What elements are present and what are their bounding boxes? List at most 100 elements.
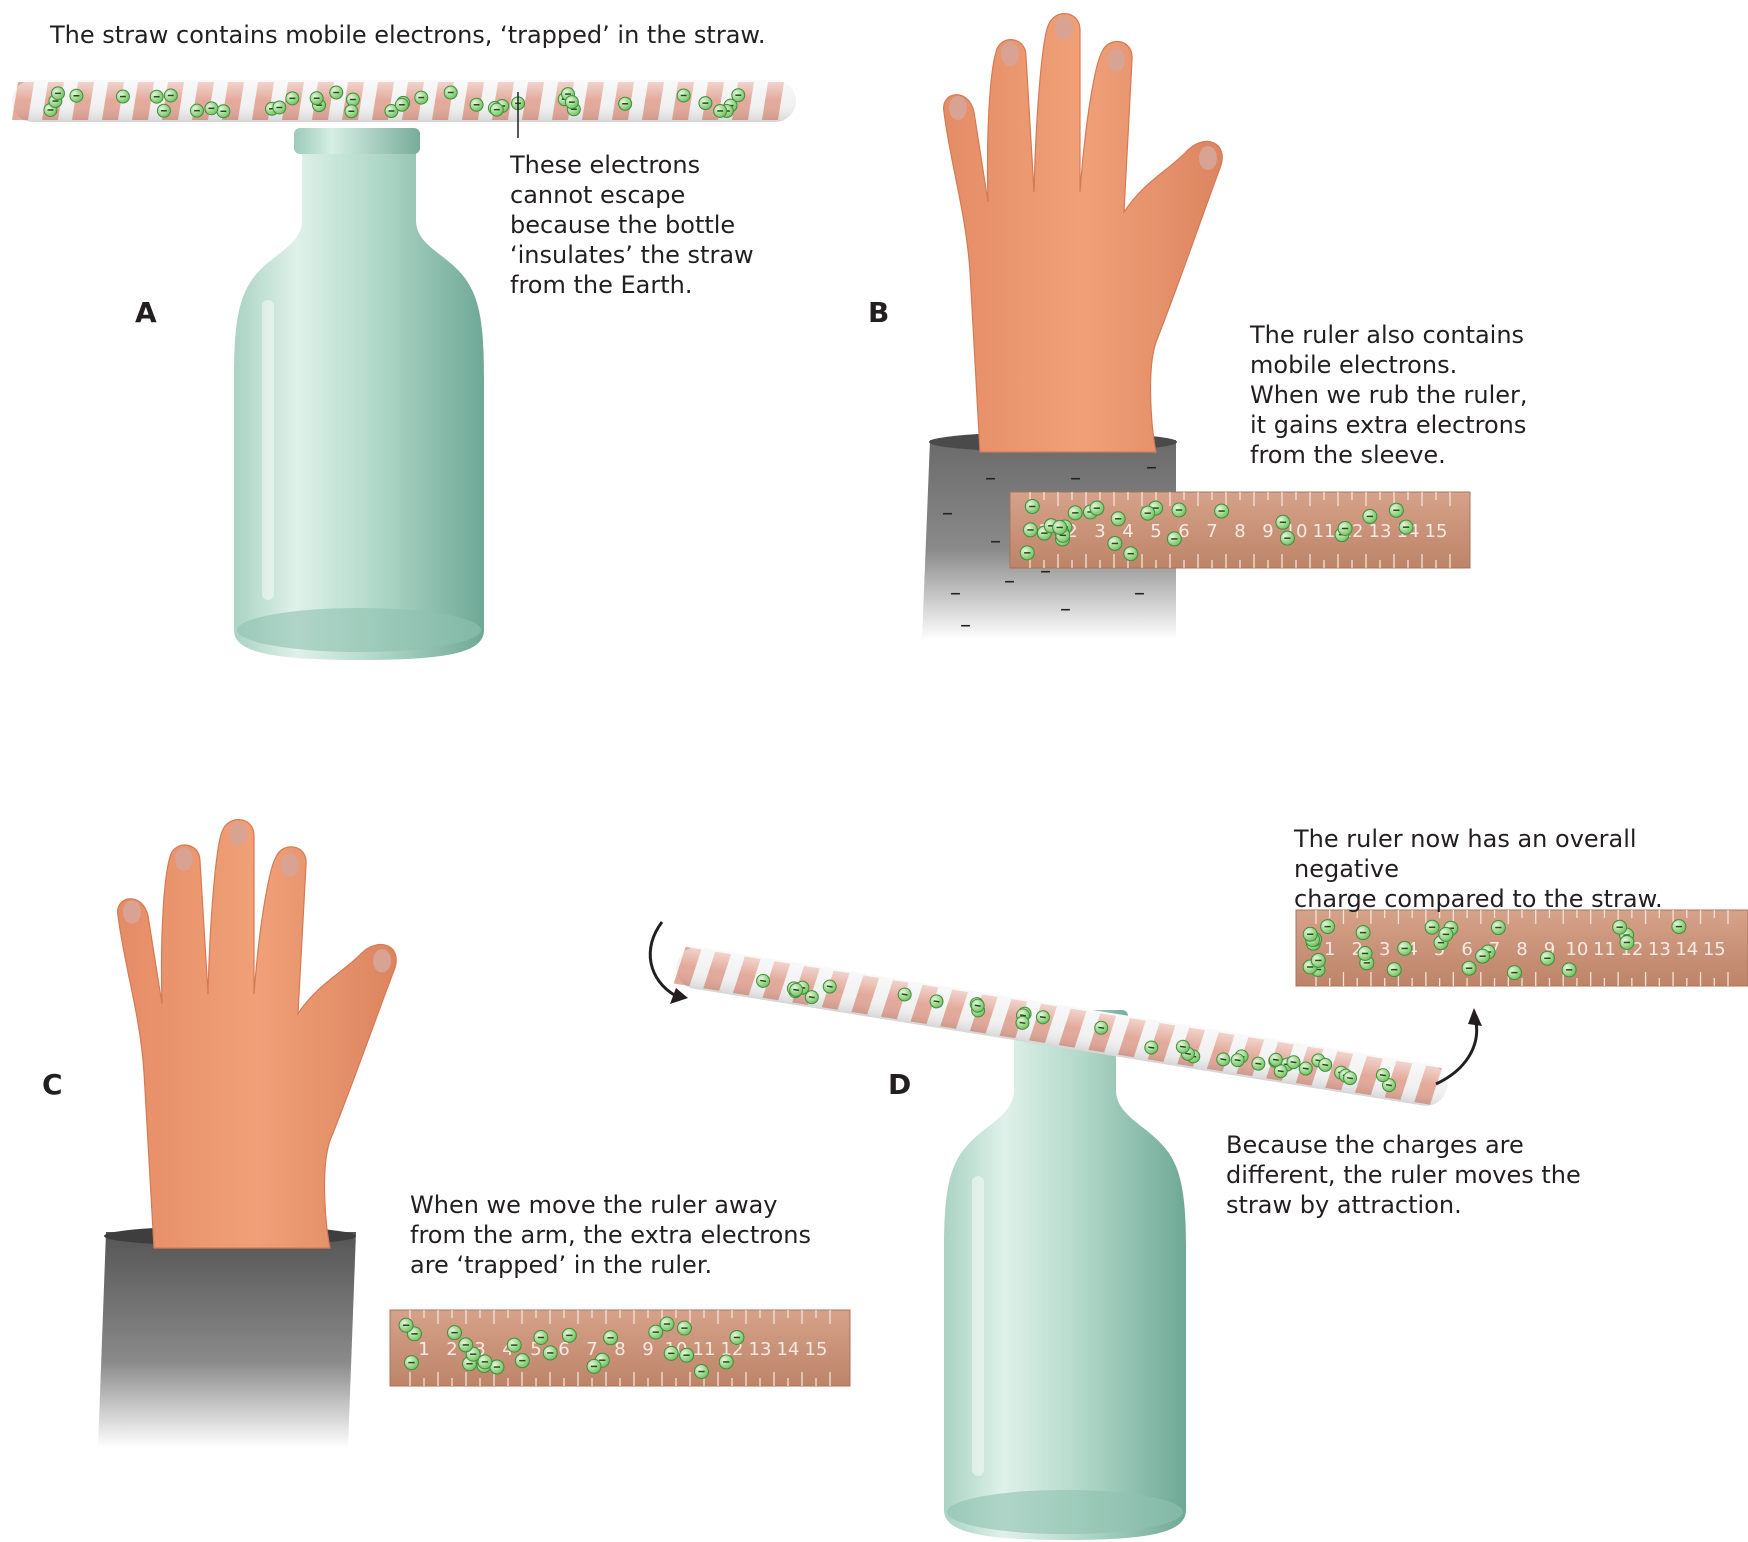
ruler-tick-label: 14 (777, 1339, 800, 1360)
sleeve-negative-charge: – (960, 613, 971, 638)
electron (1068, 506, 1082, 520)
fingernail (123, 900, 141, 923)
caption-a-insulation: These electrons cannot escape because th… (510, 150, 754, 300)
electron (1356, 926, 1370, 940)
ruler-tick-label: 7 (1206, 521, 1217, 542)
electron (310, 92, 323, 105)
sleeve-negative-charge: – (1004, 569, 1015, 594)
electron (730, 1330, 744, 1344)
electron (1620, 935, 1634, 949)
ruler-tick-label: 10 (1565, 939, 1588, 960)
sleeve-negative-charge: – (942, 501, 953, 526)
electron (1439, 927, 1453, 941)
electron (490, 103, 503, 116)
sleeve-negative-charge: – (985, 466, 996, 491)
electron (51, 87, 64, 100)
electron (1108, 536, 1122, 550)
ruler-tick-label: 15 (1703, 939, 1726, 960)
panel-d: 123456789101112131415 (650, 910, 1748, 1540)
ruler-tick-label: 15 (1425, 521, 1448, 542)
sleeve-negative-charge: – (1070, 466, 1081, 491)
electron (164, 89, 177, 102)
ruler-tick-label: 8 (1516, 939, 1527, 960)
ruler-tick-label: 5 (1150, 521, 1161, 542)
electron (1338, 521, 1352, 535)
electron (1462, 961, 1476, 975)
electron (699, 97, 712, 110)
electron (1303, 927, 1317, 941)
ruler-tick-label: 9 (1262, 521, 1273, 542)
electron (1090, 501, 1104, 515)
electron (1276, 515, 1290, 529)
ruler-tick-label: 3 (1094, 521, 1105, 542)
electron (415, 91, 428, 104)
electron (1358, 946, 1372, 960)
electron (1215, 504, 1229, 518)
electron (1141, 506, 1155, 520)
electron (190, 104, 203, 117)
ruler-tick-label: 11 (693, 1339, 716, 1360)
ruler-tick-label: 13 (749, 1339, 772, 1360)
electron (677, 1321, 691, 1335)
electron (116, 90, 129, 103)
bottle-a (234, 128, 484, 660)
electron (619, 97, 632, 110)
fingernail (1055, 16, 1073, 40)
electron (345, 105, 358, 118)
electron (150, 90, 163, 103)
ruler-tick-label: 11 (1313, 521, 1336, 542)
sleeve-negative-charge: – (1134, 581, 1145, 606)
electron (1311, 953, 1325, 967)
electron (1321, 920, 1335, 934)
electron (1111, 512, 1125, 526)
ruler-tick-label: 4 (1122, 521, 1133, 542)
sleeve-negative-charge: – (1060, 597, 1071, 622)
electron (660, 1317, 674, 1331)
electron (448, 1326, 462, 1340)
sleeve-negative-charge: – (950, 581, 961, 606)
electron (543, 1346, 557, 1360)
electron (534, 1330, 548, 1344)
fingernail (229, 822, 247, 845)
electron (604, 1331, 618, 1345)
ruler-c: 123456789101112131415 (390, 1310, 850, 1386)
electron (1023, 523, 1037, 537)
electron (562, 1328, 576, 1342)
electron (695, 1365, 709, 1379)
electron (677, 89, 690, 102)
ruler-tick-label: 3 (1379, 939, 1390, 960)
panel-c: 123456789101112131415 (98, 820, 850, 1448)
sleeve-c (98, 1226, 356, 1448)
panel-letter-b: B (868, 296, 889, 329)
electron (1025, 499, 1039, 513)
fingernail (175, 847, 193, 870)
electron (1053, 520, 1067, 534)
electron (719, 1355, 733, 1369)
ruler-tick-label: 14 (1675, 939, 1698, 960)
electron (714, 104, 727, 117)
caption-c-trapped: When we move the ruler away from the arm… (410, 1190, 811, 1280)
electron (1562, 963, 1576, 977)
electron (1540, 951, 1554, 965)
ruler-tick-label: 11 (1593, 939, 1616, 960)
electron (515, 1354, 529, 1368)
electron (346, 93, 359, 106)
fingernail (1199, 146, 1217, 170)
electron (286, 92, 299, 105)
ruler-b: 123456789101112131415 (1010, 492, 1470, 568)
panel-letter-a: A (135, 296, 157, 329)
panel-letter-c: C (42, 1068, 63, 1101)
ruler-d: 123456789101112131415 (1296, 910, 1748, 986)
fingernail (1107, 48, 1125, 72)
electron (205, 102, 218, 115)
electron (1387, 963, 1401, 977)
electron (1491, 921, 1505, 935)
electron (1399, 520, 1413, 534)
electron (1425, 920, 1439, 934)
fingernail (1001, 42, 1019, 66)
hand-c (118, 820, 397, 1248)
hand-b (944, 14, 1223, 452)
ruler-tick-label: 13 (1369, 521, 1392, 542)
electron (470, 98, 483, 111)
electron (1167, 532, 1181, 546)
